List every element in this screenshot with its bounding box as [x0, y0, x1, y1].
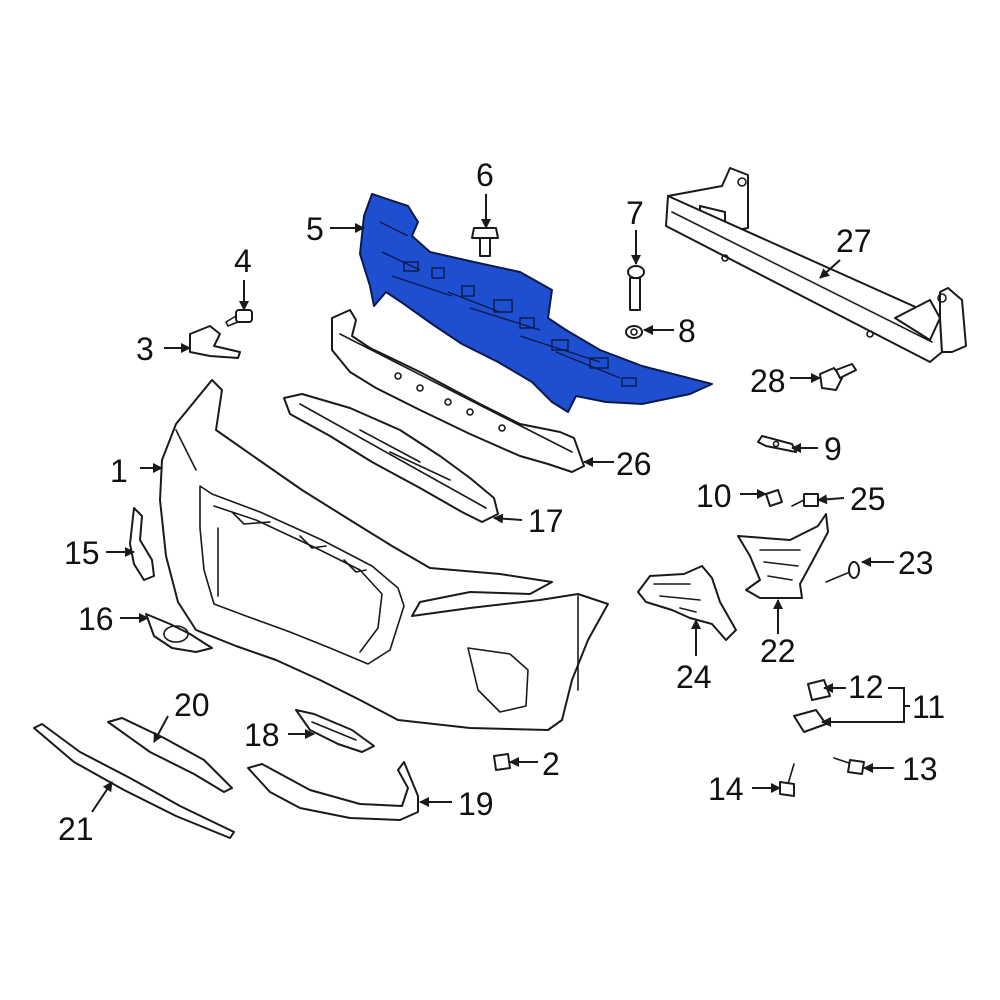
part-9-bracket[interactable]: [757, 435, 797, 453]
callout-12[interactable]: 12: [848, 669, 884, 705]
callout-19[interactable]: 19: [458, 786, 494, 822]
part-14-bolt[interactable]: [779, 763, 795, 797]
part-6-bolt[interactable]: [471, 227, 499, 257]
part-24-bracket[interactable]: [637, 565, 737, 641]
callout-11[interactable]: 11: [912, 689, 945, 725]
part-16-emblem[interactable]: [145, 613, 213, 653]
callout-24[interactable]: 24: [676, 659, 712, 695]
part-5-upper-bracket[interactable]: [359, 193, 713, 413]
callout-13[interactable]: 13: [902, 751, 938, 787]
callout-10[interactable]: 10: [696, 478, 732, 514]
callout-17[interactable]: 17: [528, 503, 564, 539]
part-26-energy-absorber[interactable]: [331, 309, 585, 473]
callout-20[interactable]: 20: [174, 687, 210, 723]
callout-3[interactable]: 3: [136, 331, 154, 367]
part-10-nut[interactable]: [765, 489, 783, 507]
part-3-bracket[interactable]: [189, 325, 241, 359]
callout-28[interactable]: 28: [750, 363, 786, 399]
part-19-lower-trim[interactable]: [247, 761, 419, 821]
part-25-screw[interactable]: [791, 493, 819, 507]
callout-1[interactable]: 1: [110, 453, 128, 489]
callout-8[interactable]: 8: [678, 313, 696, 349]
part-8-clip[interactable]: [625, 325, 643, 339]
callout-25[interactable]: 25: [850, 481, 886, 517]
callout-7[interactable]: 7: [626, 195, 644, 231]
part-27-bumper-reinforcement[interactable]: [665, 167, 967, 363]
part-13-bolt[interactable]: [833, 757, 865, 775]
part-1-bumper-cover[interactable]: [159, 379, 609, 731]
part-4-screw[interactable]: [225, 309, 253, 327]
callout-26[interactable]: 26: [616, 446, 652, 482]
callout-22[interactable]: 22: [760, 633, 796, 669]
part-15-lamp-bracket[interactable]: [129, 507, 155, 581]
part-12-clip[interactable]: [807, 679, 831, 701]
callout-14[interactable]: 14: [708, 771, 744, 807]
callout-21[interactable]: 21: [58, 811, 94, 847]
part-7-bolt[interactable]: [627, 265, 645, 311]
part-18-grille-insert[interactable]: [295, 709, 375, 753]
callout-9[interactable]: 9: [824, 431, 842, 467]
part-21-lower-molding[interactable]: [33, 723, 235, 839]
callout-15[interactable]: 15: [64, 535, 100, 571]
leader-lines: [91, 194, 894, 813]
callout-2[interactable]: 2: [542, 746, 560, 782]
part-20-lower-grille[interactable]: [107, 717, 233, 793]
callout-4[interactable]: 4: [234, 243, 252, 279]
part-28-bolt[interactable]: [819, 363, 857, 391]
callout-6[interactable]: 6: [476, 157, 494, 193]
callout-labels: 1 2 3 4 5 6 7 8 9 10 11 12 13 14 15 16 1…: [58, 157, 945, 847]
callout-5[interactable]: 5: [306, 211, 324, 247]
part-23-rivet[interactable]: [825, 561, 860, 583]
callout-16[interactable]: 16: [78, 601, 114, 637]
part-2-nut[interactable]: [493, 753, 511, 771]
callout-18[interactable]: 18: [244, 717, 280, 753]
part-22-side-bracket[interactable]: [737, 513, 829, 599]
callout-23[interactable]: 23: [898, 545, 934, 581]
callout-27[interactable]: 27: [836, 223, 872, 259]
